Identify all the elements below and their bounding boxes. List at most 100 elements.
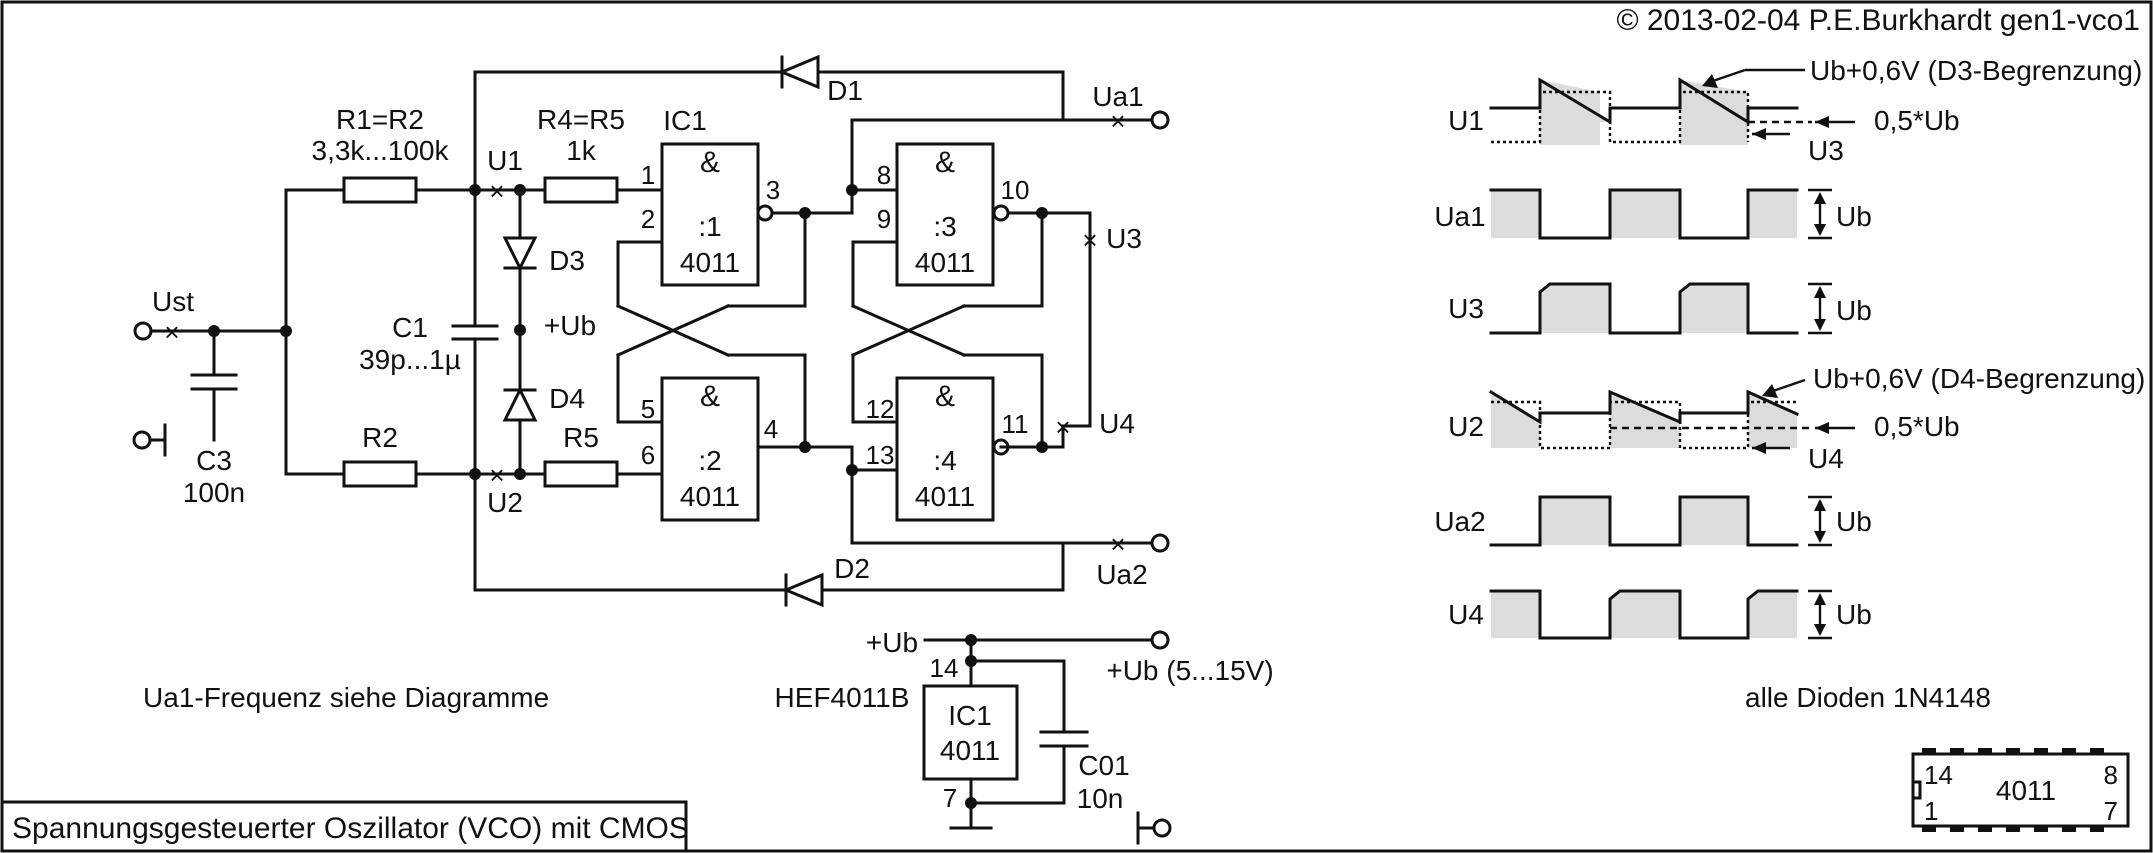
- svg-text:13: 13: [866, 440, 895, 470]
- svg-text:&: &: [935, 380, 955, 413]
- svg-text:11: 11: [1002, 409, 1029, 439]
- waveform-u2: U2 0,5*Ub U4 Ub+0,6V (D4-Begrenzung): [1448, 363, 2145, 474]
- r5-resistor: [543, 460, 619, 488]
- supply-ub-label: +Ub: [866, 627, 918, 658]
- svg-text:8: 8: [877, 160, 891, 190]
- svg-text:4011: 4011: [915, 247, 975, 278]
- svg-text:1: 1: [1924, 796, 1938, 826]
- ust-label: Ust: [152, 286, 194, 317]
- wave-d4-limit: Ub+0,6V (D4-Begrenzung): [1813, 363, 2145, 394]
- r1r2-name: R1=R2: [336, 104, 424, 135]
- r2-resistor: [342, 460, 418, 488]
- d3-label: D3: [549, 245, 585, 276]
- ic1-label: IC1: [663, 105, 707, 136]
- svg-text:12: 12: [866, 394, 895, 424]
- caption-text: Spannungsgesteuerter Oszillator (VCO) mi…: [12, 812, 689, 845]
- u3-label: U3: [1106, 223, 1142, 254]
- svg-text:3: 3: [766, 175, 780, 205]
- svg-text:2: 2: [641, 204, 655, 234]
- waveform-ua2: Ua2 Ub: [1434, 495, 1872, 547]
- svg-text:7: 7: [2104, 796, 2118, 826]
- svg-text:4011: 4011: [1996, 775, 2056, 806]
- r1r2-value: 3,3k...100k: [312, 135, 450, 166]
- svg-text::2: :2: [698, 445, 721, 476]
- d1-label: D1: [827, 75, 863, 106]
- wave-u4-label: U4: [1448, 599, 1484, 630]
- svg-text:IC1: IC1: [948, 700, 992, 731]
- waveform-ua1: Ua1 Ub: [1434, 188, 1872, 240]
- u1-cross: ×: [489, 176, 504, 206]
- svg-text:6: 6: [641, 440, 655, 470]
- d2-label: D2: [834, 553, 870, 584]
- svg-text:4011: 4011: [915, 481, 975, 512]
- copyright-text: © 2013-02-04 P.E.Burkhardt gen1-vco1: [1616, 4, 2140, 37]
- svg-text:10: 10: [1001, 175, 1030, 205]
- wave-half-ub-1: 0,5*Ub: [1874, 105, 1960, 136]
- waveform-u3: U3 Ub: [1448, 282, 1872, 335]
- supply-block: +Ub +Ub (5...15V) C01 10n IC1 4011 HEF40…: [775, 627, 1274, 845]
- r4r5-name: R4=R5: [537, 104, 625, 135]
- gate-3: & :3 4011 8 9 10: [877, 142, 1030, 287]
- svg-text:4011: 4011: [940, 735, 1000, 766]
- svg-text:7: 7: [943, 783, 957, 813]
- waveform-u1: U1 0,5*Ub U3 Ub+0,6V (D3-Begrenzung): [1448, 55, 2142, 166]
- svg-text:14: 14: [930, 653, 959, 683]
- wave-u3-label: U3: [1448, 293, 1484, 324]
- svg-text:14: 14: [1924, 760, 1953, 790]
- caption-box: Spannungsgesteuerter Oszillator (VCO) mi…: [0, 800, 689, 853]
- ust-terminal: [133, 321, 153, 341]
- svg-text:4: 4: [764, 414, 778, 444]
- ua2-label: Ua2: [1096, 559, 1147, 590]
- svg-text:9: 9: [877, 204, 891, 234]
- wave-d3-limit: Ub+0,6V (D3-Begrenzung): [1810, 55, 2142, 86]
- r4r5-value: 1k: [566, 135, 597, 166]
- svg-text:Ub: Ub: [1836, 506, 1872, 537]
- u4-label: U4: [1099, 408, 1135, 439]
- ic1-supply-box: [922, 684, 1019, 781]
- wave-u3-ref: U3: [1808, 135, 1844, 166]
- r1-resistor: [342, 176, 418, 204]
- svg-text:Ub: Ub: [1836, 201, 1872, 232]
- svg-text::3: :3: [933, 211, 956, 242]
- svg-text:Ub: Ub: [1836, 599, 1872, 630]
- c3-name: C3: [196, 445, 232, 476]
- d1-diode: [778, 54, 820, 90]
- svg-text:8: 8: [2104, 760, 2118, 790]
- diodes-note: alle Dioden 1N4148: [1745, 682, 1991, 713]
- dip-package: 14 1 4011 8 7: [1911, 748, 2130, 832]
- wave-u2-label: U2: [1448, 411, 1484, 442]
- wave-u4-ref: U4: [1808, 443, 1844, 474]
- svg-text:&: &: [700, 380, 720, 413]
- u4-cross: ×: [1055, 412, 1070, 442]
- waveform-u4: U4 Ub: [1448, 589, 1872, 640]
- ua1-label: Ua1: [1092, 81, 1143, 112]
- d3-diode: [502, 236, 538, 272]
- u2-cross: ×: [489, 460, 504, 490]
- svg-text:4011: 4011: [680, 481, 740, 512]
- r5-label: R5: [563, 422, 599, 453]
- wave-ua1-label: Ua1: [1434, 201, 1485, 232]
- gate-4: & :4 4011 12 13 11: [866, 376, 1029, 522]
- c1-value: 39p...1µ: [359, 344, 461, 375]
- ground-terminal: [132, 430, 152, 450]
- waveform-diagram: U1 0,5*Ub U3 Ub+0,6V (D3-Begrenzung) Ua1…: [1434, 55, 2145, 640]
- wave-ua2-label: Ua2: [1434, 506, 1485, 537]
- ua1-cross: ×: [1110, 106, 1125, 136]
- supply-ground-terminal: [1152, 818, 1172, 838]
- wave-half-ub-2: 0,5*Ub: [1874, 411, 1960, 442]
- svg-text:&: &: [700, 146, 720, 179]
- ua2-cross: ×: [1110, 529, 1125, 559]
- svg-text:5: 5: [641, 394, 655, 424]
- wave-u1-label: U1: [1448, 105, 1484, 136]
- frequency-note: Ua1-Frequenz siehe Diagramme: [143, 682, 549, 713]
- gate-2: & :2 4011 5 6 4: [641, 376, 778, 522]
- svg-text:&: &: [935, 146, 955, 179]
- main-circuit: × Ust C3 100n R1=R2 3,3k...100k R2 × U1: [132, 54, 1170, 608]
- u3-cross: ×: [1082, 225, 1097, 255]
- c1-name: C1: [392, 312, 428, 343]
- c01-value: 10n: [1077, 783, 1124, 814]
- u1-label: U1: [487, 145, 523, 176]
- r4-resistor: [543, 176, 619, 204]
